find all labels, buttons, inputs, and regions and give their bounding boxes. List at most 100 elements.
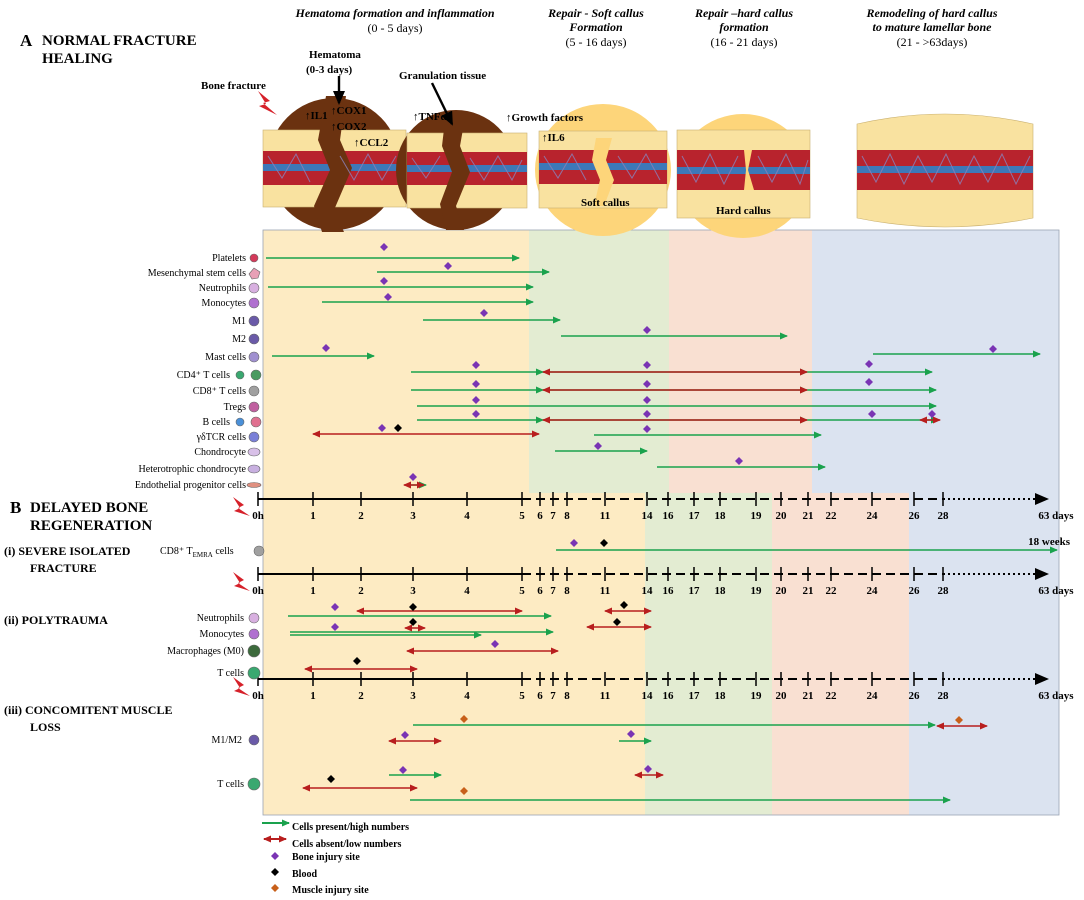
cell-label-ii: Neutrophils bbox=[197, 613, 244, 624]
blood-marker bbox=[353, 657, 361, 665]
cell-label-a: Mesenchymal stem cells bbox=[148, 268, 246, 279]
treg-icon bbox=[248, 401, 260, 413]
axis-tick-label: 4 bbox=[464, 690, 470, 702]
bone-injury-marker bbox=[384, 293, 392, 301]
muscle-injury-marker bbox=[460, 787, 468, 795]
cell-label-a: Chondrocyte bbox=[194, 447, 246, 458]
cell-labels-a: Platelets Mesenchymal stem cells Neutrop… bbox=[135, 253, 247, 491]
bone-injury-marker bbox=[322, 344, 330, 352]
axis-tick-label: 63 days bbox=[1038, 585, 1074, 597]
bone-injury-marker bbox=[409, 473, 417, 481]
axis-tick-label: 14 bbox=[642, 690, 654, 702]
legend-present: Cells present/high numbers bbox=[292, 822, 409, 833]
bone-injury-marker bbox=[643, 361, 651, 369]
band-hard-a bbox=[669, 230, 812, 493]
axis-tick-label: 26 bbox=[909, 510, 921, 522]
panel-a-title: NORMAL FRACTURE bbox=[42, 33, 197, 49]
bone-injury-marker bbox=[444, 262, 452, 270]
bone-injury-marker bbox=[928, 410, 936, 418]
axis-tick-label: 0h bbox=[252, 585, 264, 597]
bone-injury-marker bbox=[380, 277, 388, 285]
axis-tick-label: 2 bbox=[358, 690, 364, 702]
phase-4-title: Remodeling of hard callus bbox=[865, 6, 997, 20]
legend-muscle: Muscle injury site bbox=[292, 885, 369, 896]
cell-label-a: CD8⁺ T cells bbox=[193, 386, 246, 397]
lightning-icon bbox=[233, 677, 250, 696]
hematoma-days-label: (0-3 days) bbox=[306, 64, 352, 76]
cell-icons-a bbox=[235, 253, 262, 488]
hetero-chondrocyte-icon bbox=[247, 464, 261, 474]
band-soft-b bbox=[645, 493, 772, 815]
lightning-icons bbox=[233, 497, 250, 696]
cell-label-a: Monocytes bbox=[202, 298, 247, 309]
bone-injury-marker bbox=[643, 410, 651, 418]
cell-labels-iii: M1/M2 T cells bbox=[211, 735, 244, 790]
mediator-tnfa: ↑TNFα bbox=[413, 111, 448, 123]
cd8-temra-label: CD8⁺ TEMRA cells bbox=[160, 545, 265, 559]
band-soft-a bbox=[529, 230, 669, 493]
axis-tick-label: 8 bbox=[564, 690, 570, 702]
axis-tick-label: 18 bbox=[715, 690, 727, 702]
cell-icons-iii bbox=[247, 734, 261, 791]
axis-tick-label: 18 bbox=[715, 510, 727, 522]
axis-tick-label: 16 bbox=[663, 510, 675, 522]
axis-tick-label: 18 bbox=[715, 585, 727, 597]
panel-b-markers bbox=[327, 539, 963, 795]
axis-tick-label: 11 bbox=[600, 690, 610, 702]
cd8-cell-icon bbox=[248, 385, 260, 397]
cell-label-a: Tregs bbox=[224, 402, 247, 413]
sub-panel-labels: (i) SEVERE ISOLATED FRACTURE (ii) POLYTR… bbox=[4, 544, 172, 734]
axis-tick-label: 21 bbox=[803, 690, 814, 702]
bone-injury-marker bbox=[480, 309, 488, 317]
phase-4-days: (21 - >63days) bbox=[897, 35, 968, 49]
cell-label-a: Neutrophils bbox=[199, 283, 246, 294]
axis-tick-label: 19 bbox=[751, 510, 763, 522]
bone-injury-marker bbox=[472, 361, 480, 369]
axis-tick-label: 4 bbox=[464, 585, 470, 597]
bone-injury-marker bbox=[491, 640, 499, 648]
blood-marker bbox=[409, 618, 417, 626]
phase-3-title-2: formation bbox=[719, 20, 769, 34]
axis-tick-label: 22 bbox=[826, 585, 838, 597]
axis-tick-label: 16 bbox=[663, 690, 675, 702]
neutrophil-icon bbox=[248, 612, 260, 624]
axis-tick-label: 1 bbox=[310, 585, 316, 597]
svg-text:CD8⁺ TEMRA cells: CD8⁺ TEMRA cells bbox=[160, 546, 234, 559]
band-remodel-a bbox=[812, 230, 1059, 493]
axis-tick-label: 6 bbox=[537, 585, 543, 597]
axis-tick-label: 3 bbox=[410, 510, 416, 522]
panel-b-arrows bbox=[288, 546, 1058, 804]
axis-tick-label: 5 bbox=[519, 690, 525, 702]
axis-tick-label: 22 bbox=[826, 510, 838, 522]
sub-panel-iii-2: LOSS bbox=[30, 720, 61, 734]
panel-b-letter: B bbox=[10, 498, 21, 517]
cell-label-ii: Monocytes bbox=[200, 629, 245, 640]
axis-tick-label: 21 bbox=[803, 585, 814, 597]
bone-injury-marker bbox=[399, 766, 407, 774]
axis-tick-label: 8 bbox=[564, 510, 570, 522]
axis-tick-label: 3 bbox=[410, 585, 416, 597]
axis-tick-label: 63 days bbox=[1038, 690, 1074, 702]
axis-tick-label: 6 bbox=[537, 690, 543, 702]
chondrocyte-icon bbox=[247, 447, 261, 457]
sub-panel-ii: (ii) POLYTRAUMA bbox=[4, 613, 108, 627]
axis-tick-label: 26 bbox=[909, 585, 921, 597]
axis-tick-label: 5 bbox=[519, 510, 525, 522]
phase-2-title-2: Formation bbox=[568, 20, 623, 34]
sub-panel-i-2: FRACTURE bbox=[30, 561, 97, 575]
cd4-cell-icon bbox=[235, 370, 245, 380]
monocyte-icon bbox=[248, 297, 260, 309]
blood-marker bbox=[327, 775, 335, 783]
phase-2-title: Repair - Soft callus bbox=[547, 6, 644, 20]
t-cell-icon bbox=[247, 777, 261, 791]
mediator-ccl2: ↑CCL2 bbox=[354, 137, 389, 149]
panel-a-title-2: HEALING bbox=[42, 51, 113, 67]
blood-marker bbox=[613, 618, 621, 626]
stem-cell-icon bbox=[248, 267, 261, 280]
bone-injury-marker bbox=[644, 765, 652, 773]
bone-fracture-label: Bone fracture bbox=[201, 80, 266, 92]
panel-b-title-2: REGENERATION bbox=[30, 518, 152, 534]
cell-label-ii: T cells bbox=[217, 668, 244, 679]
cell-label-a: Endothelial progenitor cells bbox=[135, 480, 246, 491]
